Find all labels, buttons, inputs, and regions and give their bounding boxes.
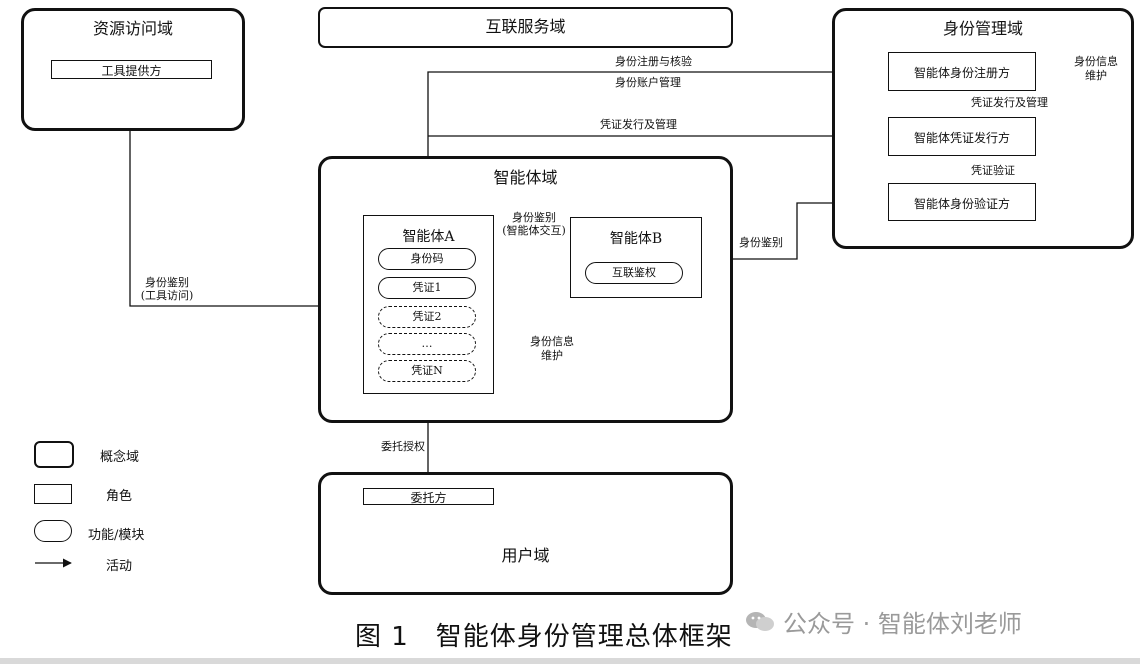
legend-role-swatch — [34, 484, 72, 504]
credential-ellipsis-module: … — [378, 333, 476, 355]
legend-concept-domain-swatch — [34, 441, 74, 468]
tool-access-auth-label-2: (工具访问) — [140, 289, 194, 302]
verifier-role: 智能体身份验证方 — [888, 183, 1036, 221]
legend-role-label: 角色 — [106, 489, 133, 504]
agent-interaction-auth-label-2: (智能体交互) — [502, 224, 566, 237]
agent-a-id-info-label-2: 维护 — [541, 349, 563, 362]
delegator-role: 委托方 — [363, 488, 494, 505]
legend-module-label: 功能/模块 — [88, 528, 145, 543]
identity-management-domain-title: 身份管理域 — [942, 19, 1023, 38]
issuer-role: 智能体凭证发行方 — [888, 117, 1036, 156]
credential-2-module: 凭证2 — [378, 306, 476, 328]
agent-b-role: 智能体B — [570, 217, 702, 298]
delegator-label: 委托方 — [410, 491, 447, 505]
figure-caption: 图 1 智能体身份管理总体框架 — [355, 622, 733, 652]
registrar-id-info-label-1: 身份信息 — [1074, 55, 1118, 68]
internet-service-domain-title: 互联服务域 — [485, 17, 566, 36]
delegation-auth-label: 委托授权 — [381, 440, 425, 453]
resource-access-domain-title: 资源访问域 — [92, 19, 173, 38]
account-management-label: 身份账户管理 — [615, 76, 681, 89]
registrar-role: 智能体身份注册方 — [888, 52, 1036, 91]
registrar-label: 智能体身份注册方 — [913, 66, 1010, 80]
user-domain-title: 用户域 — [501, 546, 550, 565]
agent-domain-title: 智能体域 — [493, 168, 558, 187]
agent-b-auth-label: 身份鉴别 — [739, 236, 783, 249]
registrar-issuer-label: 凭证发行及管理 — [971, 96, 1048, 109]
credential-verify-label: 凭证验证 — [971, 164, 1015, 177]
credential-issue-management-label: 凭证发行及管理 — [600, 118, 677, 131]
issuer-label: 智能体凭证发行方 — [913, 131, 1010, 145]
wechat-icon — [746, 611, 774, 631]
watermark-text: 公众号 · 智能体刘老师 — [783, 610, 1022, 638]
tool-access-connector — [125, 78, 363, 311]
registrar-id-info-label-2: 维护 — [1085, 69, 1107, 82]
tool-provider-label: 工具提供方 — [101, 64, 162, 78]
agent-interaction-auth-label-1: 身份鉴别 — [512, 211, 556, 224]
identity-code-module: 身份码 — [378, 248, 476, 270]
interconnect-auth-module: 互联鉴权 — [585, 262, 683, 284]
credential-1-module: 凭证1 — [378, 277, 476, 299]
internet-service-domain — [318, 7, 733, 48]
tool-provider-role: 工具提供方 — [51, 60, 212, 79]
agent-b-label: 智能体B — [609, 231, 663, 247]
bottom-border — [0, 658, 1140, 664]
verifier-label: 智能体身份验证方 — [913, 197, 1010, 211]
watermark: 公众号 · 智能体刘老师 — [745, 604, 1022, 639]
credential-n-module: 凭证N — [378, 360, 476, 382]
agent-a-label: 智能体A — [402, 229, 455, 245]
tool-access-auth-label-1: 身份鉴别 — [145, 276, 189, 289]
legend-module-swatch — [34, 520, 72, 542]
register-verify-label: 身份注册与核验 — [615, 55, 692, 68]
legend-activity-label: 活动 — [106, 559, 133, 574]
agent-a-id-info-label-1: 身份信息 — [530, 335, 574, 348]
legend-concept-domain-label: 概念域 — [100, 450, 140, 465]
